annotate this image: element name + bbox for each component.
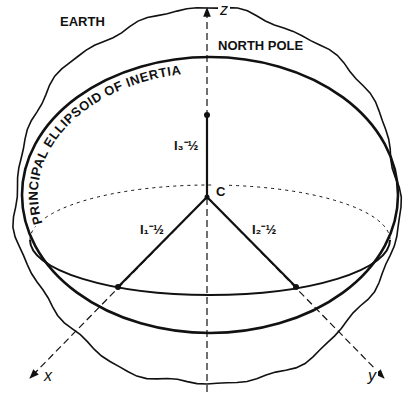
axis-dot <box>115 284 121 290</box>
earth-outline <box>13 8 401 384</box>
ellipsoid-outline <box>22 57 398 333</box>
semi-axis-label: I₃⁻½ <box>172 138 200 153</box>
center-label: C <box>214 184 227 199</box>
axis-dot <box>293 284 299 290</box>
center-dot <box>205 195 210 200</box>
z-axis <box>206 8 207 392</box>
semi-axis-2 <box>207 197 296 287</box>
ellipsoid-label: PRINCIPAL ELLIPSOID OF INERTIA <box>26 62 183 226</box>
x-axis <box>30 197 207 378</box>
semi-axis-label: I₂⁻½ <box>250 222 278 237</box>
equator-back <box>30 185 390 240</box>
semi-axis-label: I₁⁻½ <box>138 222 166 237</box>
north-pole-label: NORTH POLE <box>216 38 305 53</box>
axis-label: x <box>42 368 54 383</box>
axis-label: y <box>366 368 378 383</box>
axis-dot <box>204 112 210 118</box>
y-axis <box>207 197 384 378</box>
semi-axis-3 <box>206 115 208 197</box>
axis-label: z <box>218 2 230 17</box>
earth-label: EARTH <box>58 14 107 29</box>
equator-front <box>30 240 390 295</box>
semi-axis-1 <box>118 197 207 287</box>
